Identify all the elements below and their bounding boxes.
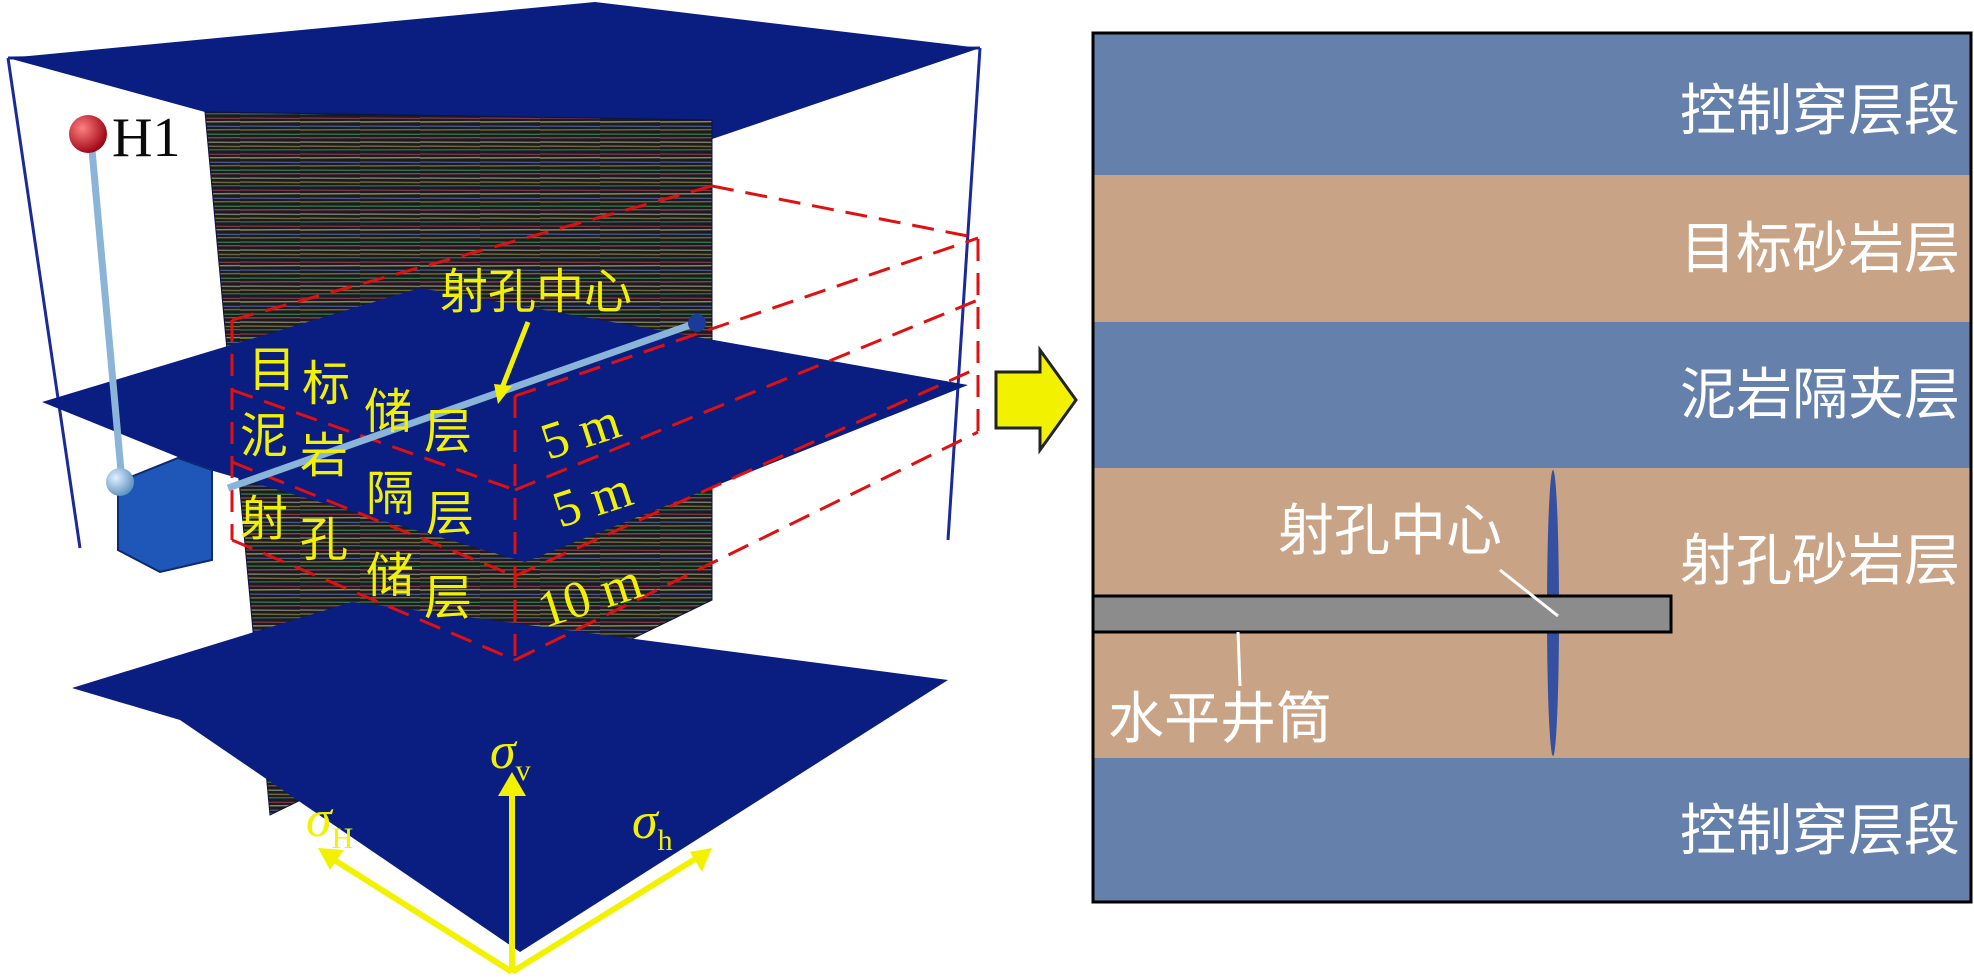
toe-marker [688,314,706,332]
svg-text:储: 储 [366,548,414,604]
wellbore-label: 水平井筒 [1108,687,1332,752]
wellbore [1091,594,1673,634]
well-label: H1 [112,107,180,169]
svg-text:隔: 隔 [366,466,414,522]
layer-control-bottom [1093,758,1971,902]
wellbore-leader [1236,631,1242,687]
wellhead-block [117,456,213,574]
svg-text:层: 层 [424,404,472,460]
target-reservoir-label: 目 标 储 层 [248,342,472,460]
svg-text:目: 目 [248,342,296,398]
layer-label-3: 泥岩隔夹层 [1680,363,1960,428]
perforation-leader [1499,568,1559,618]
layer-label-1: 控制穿层段 [1680,79,1960,144]
layer-mudstone [1093,322,1971,468]
model-3d: H1 射孔中心 目 标 储 层 泥 岩 隔 层 射 孔 储 层 5 m 5 m … [6,2,982,975]
layer-label-4: 射孔砂岩层 [1680,529,1960,594]
section-2d: 控制穿层段 目标砂岩层 泥岩隔夹层 射孔砂岩层 控制穿层段 射孔中心 水平井筒 [1091,31,1973,904]
mudstone-barrier-label: 泥 岩 隔 层 [240,408,474,542]
horizontal-well [69,115,706,574]
perforation-center-label-2d: 射孔中心 [1278,499,1502,564]
layer-label-5: 控制穿层段 [1680,799,1960,864]
well-top-marker [69,115,107,153]
layer-target-sand [1093,175,1971,322]
perforation-pointer-head [494,384,512,404]
sigma-v-label: σv [490,723,531,787]
sigma-H-label: σH [306,791,353,855]
section-border [1091,31,1973,904]
svg-text:孔: 孔 [300,512,348,568]
svg-text:标: 标 [302,356,350,412]
svg-text:储: 储 [364,384,412,440]
transition-arrow-icon [994,345,1078,455]
top-plane [8,2,980,172]
perforation-center-label: 射孔中心 [440,264,632,320]
svg-text:岩: 岩 [300,428,348,484]
heel-marker [106,468,134,496]
middle-plane [42,288,968,562]
svg-text:层: 层 [424,570,472,626]
layer-label-2: 目标砂岩层 [1680,217,1960,282]
stress-axes [318,772,712,975]
sigma-h-label: σh [632,793,673,857]
svg-text:射: 射 [240,491,288,547]
svg-text:层: 层 [426,486,474,542]
layer-control-top [1093,33,1971,175]
perforation-reservoir-label: 射 孔 储 层 [240,491,472,626]
perforation-pointer [499,321,531,389]
svg-text:泥: 泥 [240,408,288,464]
